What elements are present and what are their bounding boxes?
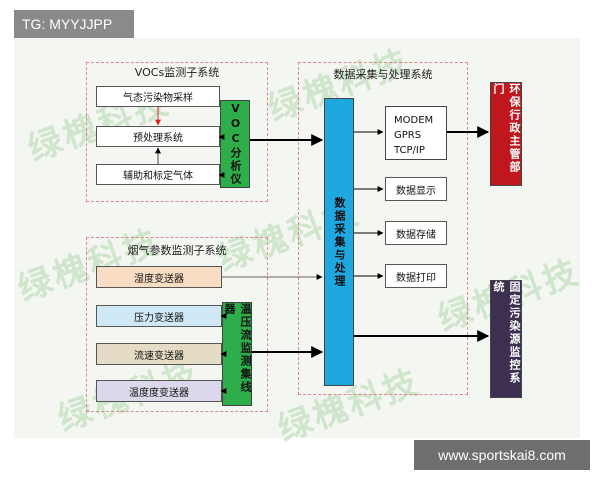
flue-collector: 温压流监测集线器 xyxy=(222,302,252,406)
data-processor: 数据采集与处理 xyxy=(324,98,354,386)
pretreatment-box: 预处理系统 xyxy=(96,126,220,147)
voc-subsystem-group xyxy=(86,62,268,202)
bottom-tag: www.sportskai8.com xyxy=(414,440,590,470)
sampling-box: 气态污染物采样 xyxy=(96,86,220,107)
humidity-transmitter: 湿度变送器 xyxy=(96,266,222,288)
data-storage-box: 数据存储 xyxy=(385,221,447,245)
modem-line: GPRS xyxy=(394,130,422,141)
voc-subsystem-title: VOCs监测子系统 xyxy=(134,66,220,79)
data-system-title: 数据采集与处理系统 xyxy=(333,68,433,81)
modem-box: MODEM GPRS TCP/IP xyxy=(385,106,447,160)
data-display-box: 数据显示 xyxy=(385,177,447,201)
modem-line: MODEM xyxy=(394,115,434,126)
data-system-group xyxy=(298,62,468,395)
flow-transmitter: 流速变送器 xyxy=(96,343,222,365)
pressure-transmitter: 压力变送器 xyxy=(96,305,222,327)
flue-subsystem-title: 烟气参数监测子系统 xyxy=(127,244,227,257)
data-print-box: 数据打印 xyxy=(385,264,447,288)
auxiliary-gas-box: 辅助和标定气体 xyxy=(96,164,220,185)
env-agency: 环保行政主管部门 xyxy=(490,82,522,186)
voc-analyzer: VOC分析仪 xyxy=(220,100,250,188)
modem-line: TCP/IP xyxy=(394,145,425,156)
top-tag: TG: MYYJJPP xyxy=(14,10,134,38)
flue-subsystem-group xyxy=(86,237,268,412)
fixed-source-monitoring: 固定污染源监控系统 xyxy=(490,280,522,398)
